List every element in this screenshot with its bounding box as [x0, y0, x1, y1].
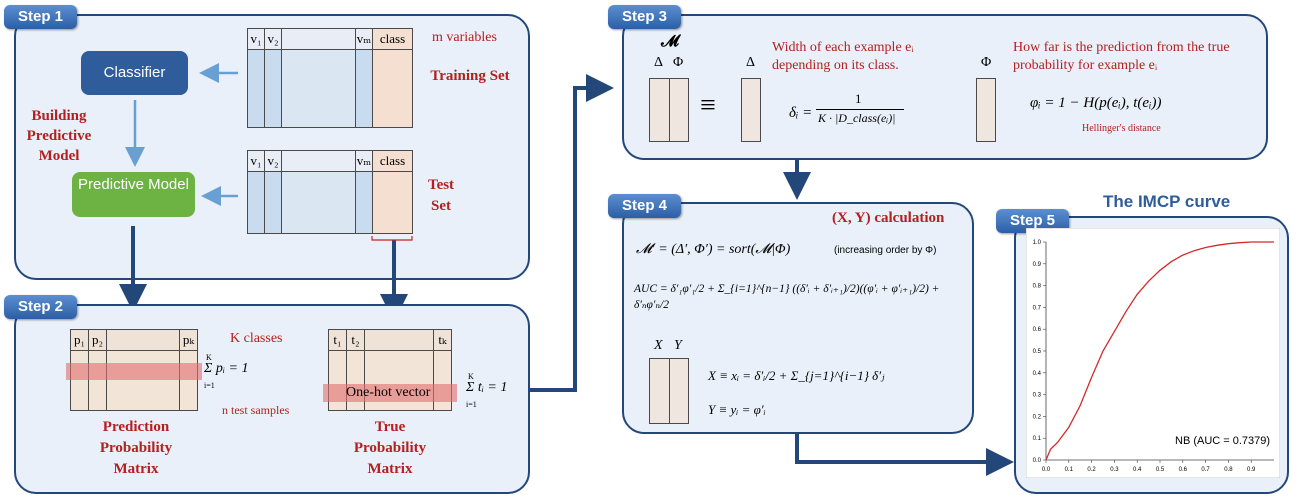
m-delta-header: Δ — [654, 55, 664, 70]
sum-t-top: K — [468, 372, 474, 381]
xy-title: (X, Y) calculation — [832, 210, 945, 226]
delta-formula-den: K · |D_class(eᵢ)| — [818, 111, 896, 125]
pred-h-p1: p₁ — [70, 329, 89, 351]
y-tick-label: 1.0 — [1033, 240, 1042, 246]
one-hot-label: One-hot vector — [346, 385, 431, 400]
pred-h-p2: p₂ — [88, 329, 107, 351]
building-label: Building Predictive Model — [26, 108, 92, 164]
equiv-symbol: ≡ — [700, 90, 716, 121]
test-table: v₁ v₂ vₘ class — [247, 150, 413, 234]
true-matrix-label: True Probability Matrix — [353, 419, 427, 477]
x-tick-label: 0.5 — [1156, 467, 1165, 473]
x-tick-label: 0.2 — [1087, 467, 1096, 473]
train-h-v2: v₂ — [264, 28, 282, 50]
x-tick-label: 0.9 — [1247, 467, 1256, 473]
n-test-label: n test samples — [222, 403, 290, 417]
y-tick-label: 0.2 — [1033, 414, 1042, 420]
x-tick-label: 0.7 — [1201, 467, 1210, 473]
prediction-row-highlight — [66, 363, 202, 380]
m-columns — [649, 78, 689, 142]
y-tick-label: 0.7 — [1033, 305, 1042, 311]
step1-tag: Step 1 — [4, 5, 78, 29]
imcp-chart: 0.0 0.1 0.2 0.3 0.4 0.5 0.6 0.7 0.8 0.9 0.0 0.1 0.2 0… — [1026, 228, 1280, 478]
test-h-v2: v₂ — [264, 150, 282, 172]
y-col-header: Y — [674, 338, 682, 353]
delta-formula-lhs: δᵢ = — [789, 105, 813, 121]
sum-t-formula: Σ tᵢ = 1 — [466, 380, 508, 395]
x-tick-label: 0.4 — [1133, 467, 1142, 473]
y-formula: Y ≡ yᵢ = φ′ᵢ — [708, 402, 766, 417]
imcp-title: The IMCP curve — [1103, 192, 1231, 211]
chart-legend: NB (AUC = 0.7379) — [1175, 435, 1271, 447]
x-tick-label: 0.8 — [1224, 467, 1233, 473]
y-tick-label: 0.5 — [1033, 349, 1042, 355]
y-tick-label: 0.1 — [1033, 436, 1042, 442]
sort-formula: 𝓜′ = (Δ′, Φ′) = sort(𝓜|Φ) — [636, 242, 791, 257]
auc-formula: AUC = δ′₁φ′₁/2 + Σ_{i=1}^{n−1} ((δ′ᵢ + δ… — [634, 283, 940, 311]
training-table: v₁ v₂ vₘ class — [247, 28, 413, 128]
test-h-vm: vₘ — [355, 150, 373, 172]
x-formula: X ≡ xᵢ = δ′ᵢ/2 + Σ_{j=1}^{i−1} δ′ⱼ — [708, 368, 885, 383]
step3-panel — [622, 14, 1268, 160]
x-tick-label: 0.0 — [1042, 467, 1051, 473]
y-tick-label: 0.9 — [1033, 262, 1042, 268]
predictive-model-box: Predictive Model — [72, 172, 195, 217]
train-h-class: class — [372, 28, 413, 50]
sort-note: (increasing order by Φ) — [834, 245, 937, 256]
y-tick-label: 0.6 — [1033, 327, 1042, 333]
sum-p-bottom: i=1 — [204, 381, 215, 390]
delta-header: Δ — [746, 55, 756, 70]
y-tick-label: 0.4 — [1033, 371, 1042, 377]
y-tick-label: 0.3 — [1033, 393, 1042, 399]
test-h-v1: v₁ — [247, 150, 265, 172]
xy-columns — [649, 358, 689, 424]
chart-background — [1026, 228, 1280, 478]
x-tick-label: 0.1 — [1065, 467, 1074, 473]
phi-header: Φ — [981, 55, 992, 70]
x-tick-label: 0.6 — [1179, 467, 1188, 473]
true-h-t1: t₁ — [328, 329, 347, 351]
one-hot-highlight — [323, 384, 457, 402]
train-h-v1: v₁ — [247, 28, 265, 50]
x-tick-label: 0.3 — [1110, 467, 1119, 473]
far-text: How far is the prediction from the true … — [1013, 40, 1230, 73]
step4-tag: Step 4 — [608, 194, 682, 218]
y-tick-label: 0.0 — [1033, 458, 1042, 464]
training-set-label: Training Set — [430, 68, 510, 84]
true-h-tk: tₖ — [433, 329, 452, 351]
k-classes-label: K classes — [230, 331, 283, 346]
train-h-vm: vₘ — [355, 28, 373, 50]
sum-p-top: K — [206, 353, 212, 362]
phi-formula: φᵢ = 1 − H(p(eᵢ), t(eᵢ)) — [1030, 95, 1162, 111]
step3-tag: Step 3 — [608, 5, 682, 29]
sum-t-bottom: i=1 — [466, 400, 477, 409]
m-phi-header: Φ — [673, 55, 684, 70]
delta-fraction-bar — [816, 109, 904, 110]
sum-p-formula: Σ pᵢ = 1 — [204, 361, 249, 376]
test-h-class: class — [372, 150, 413, 172]
imcp-curve — [1045, 241, 1274, 461]
prediction-matrix-label: Prediction Probability Matrix — [99, 419, 173, 477]
delta-formula-num: 1 — [855, 91, 862, 106]
width-text: Width of each example eᵢ depending on it… — [772, 40, 914, 73]
m-variables-label: m variables — [432, 30, 497, 45]
step2-tag: Step 2 — [4, 295, 78, 319]
classifier-box: Classifier — [81, 51, 188, 95]
y-tick-label: 0.8 — [1033, 284, 1042, 290]
true-h-t2: t₂ — [346, 329, 365, 351]
phi-column — [976, 78, 996, 142]
pred-h-pk: pₖ — [179, 329, 198, 351]
x-col-header: X — [654, 338, 663, 353]
m-symbol: 𝓜 — [661, 33, 679, 50]
delta-column — [741, 78, 761, 142]
hellinger-label: Hellinger's distance — [1082, 123, 1161, 134]
test-set-label: Test Set — [427, 177, 455, 214]
